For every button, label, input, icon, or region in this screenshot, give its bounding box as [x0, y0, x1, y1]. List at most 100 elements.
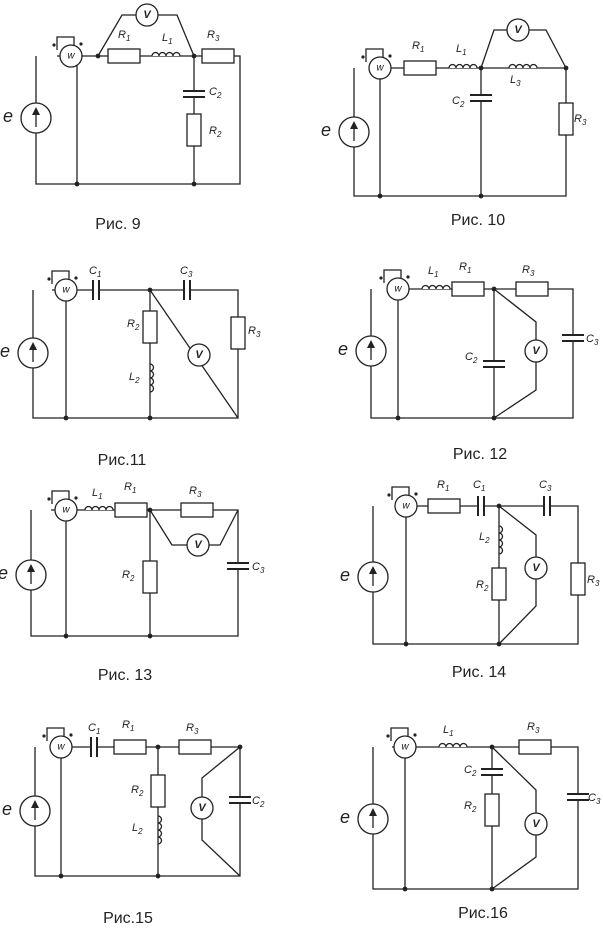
polarity-mark — [74, 496, 78, 500]
label-r3: R3 — [189, 485, 202, 499]
label-r3: R3 — [248, 325, 261, 339]
label-r3: R3 — [574, 113, 587, 127]
resistor-r1 — [451, 281, 485, 297]
label-r2-sub: 2 — [134, 323, 140, 332]
capacitor-c2 — [228, 795, 252, 805]
label-r3-sub: 3 — [530, 269, 535, 278]
polarity-mark — [406, 275, 410, 279]
capacitor-c1 — [89, 736, 99, 758]
label-r3-sub: 3 — [595, 579, 600, 588]
wire — [370, 288, 574, 419]
wire — [372, 505, 579, 645]
capacitor-c3 — [182, 279, 192, 301]
junction-dot — [147, 507, 153, 513]
label-c1: C1 — [89, 265, 101, 279]
label-r2: R2 — [122, 569, 135, 583]
junction-dot — [191, 181, 197, 187]
figure-caption: Рис. 13 — [98, 667, 152, 684]
label-c2-sub: 2 — [459, 100, 465, 109]
resistor-r3 — [570, 562, 586, 596]
junction-dot — [74, 181, 80, 187]
junction-dot — [402, 886, 408, 892]
resistor-r3 — [201, 48, 235, 64]
wire — [372, 746, 579, 890]
junction-dot — [395, 415, 401, 421]
label-c2: C2 — [464, 764, 477, 778]
emf-source — [357, 803, 389, 835]
figure-caption: Рис.15 — [103, 910, 153, 927]
label-c2-sub: 2 — [472, 356, 478, 365]
label-r2: R2 — [209, 125, 222, 139]
label-r3-sub: 3 — [194, 727, 199, 736]
polarity-mark — [414, 492, 418, 496]
capacitor-c2 — [480, 767, 504, 777]
polarity-mark — [413, 733, 417, 737]
junction-dot — [563, 65, 569, 71]
wattmeter-label: w — [62, 285, 70, 296]
resistor-r3 — [558, 102, 574, 136]
emf-label: e — [340, 565, 350, 585]
label-c3-sub: 3 — [594, 338, 599, 347]
voltmeter-label: V — [198, 802, 207, 814]
junction-dot — [496, 641, 502, 647]
junction-dot — [147, 287, 153, 293]
junction-dot — [63, 633, 69, 639]
inductor-l1 — [84, 505, 114, 511]
inductor-l1 — [448, 63, 478, 69]
junction-dot — [403, 641, 409, 647]
label-l1-sub: 1 — [462, 48, 466, 57]
wire — [383, 269, 402, 283]
junction-dot — [155, 744, 161, 750]
label-r1: R1 — [437, 479, 449, 493]
emf-label: e — [0, 341, 10, 361]
label-l1-sub: 1 — [434, 270, 438, 279]
wire — [390, 727, 409, 741]
emf-source — [19, 795, 51, 827]
label-l2-sub: 2 — [137, 827, 143, 836]
resistor-r3 — [180, 502, 214, 518]
label-l3-sub: 3 — [516, 79, 521, 88]
label-l1-sub: 1 — [98, 492, 102, 501]
label-r1: R1 — [124, 481, 136, 495]
label-c2-sub: 2 — [259, 800, 265, 809]
emf-label: e — [0, 563, 8, 583]
wire — [391, 486, 410, 500]
junction-dot — [491, 415, 497, 421]
resistor-r1 — [107, 48, 141, 64]
label-c1: C1 — [473, 479, 485, 493]
polarity-mark — [379, 276, 383, 280]
label-r1: R1 — [412, 40, 424, 54]
figure-caption: Рис. 9 — [95, 216, 141, 233]
capacitor-c2 — [182, 89, 206, 99]
emf-label: e — [338, 339, 348, 359]
junction-dot — [489, 886, 495, 892]
wire — [46, 727, 65, 741]
label-r2-sub: 2 — [129, 574, 135, 583]
label-c3-sub: 3 — [188, 270, 193, 279]
label-l1-sub: 1 — [449, 729, 453, 738]
wire — [30, 509, 239, 637]
label-c2: C2 — [209, 86, 222, 100]
emf-source — [15, 559, 47, 591]
label-r1-sub: 1 — [420, 45, 424, 54]
junction-dot — [237, 744, 243, 750]
label-r2: R2 — [131, 784, 144, 798]
label-c1: C1 — [88, 722, 100, 736]
wire — [353, 67, 567, 197]
voltmeter-label: V — [194, 539, 203, 551]
resistor-r2 — [491, 567, 507, 601]
label-r3: R3 — [207, 29, 220, 43]
emf-label: e — [3, 106, 13, 126]
junction-dot — [478, 65, 484, 71]
resistor-r1 — [427, 498, 461, 514]
label-r2-sub: 2 — [216, 130, 222, 139]
emf-source — [357, 561, 389, 593]
label-c3-sub: 3 — [596, 797, 601, 806]
label-l1-sub: 1 — [168, 37, 172, 46]
label-l1: L1 — [443, 724, 454, 738]
wattmeter-label: w — [401, 742, 409, 753]
